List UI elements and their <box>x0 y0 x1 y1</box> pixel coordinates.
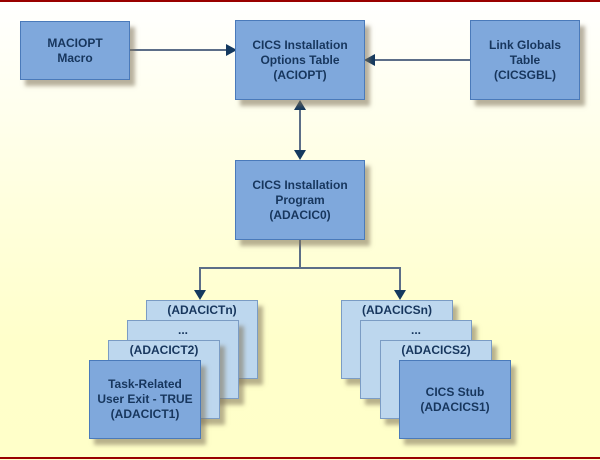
node-label: (ADACICSn) <box>362 303 432 317</box>
arrow-aciopt-adacic0-up-head <box>294 100 306 110</box>
node-label: (ADACICT2) <box>129 343 199 357</box>
node-maciopt-macro: MACIOPT Macro <box>20 21 130 80</box>
arrow-cicsgbl-to-aciopt-head <box>364 54 375 66</box>
top-edge-rule <box>0 0 600 2</box>
node-label: (ADACICS2) <box>401 343 471 357</box>
bottom-edge-rule <box>0 457 600 459</box>
arrow-to-adacics-stack-head <box>394 290 406 300</box>
node-label: Task-Related User Exit - TRUE (ADACICT1) <box>97 377 193 421</box>
node-label: CICS Installation Options Table (ACIOPT) <box>252 37 348 82</box>
node-label: MACIOPT Macro <box>47 35 103 65</box>
node-cics-stub-adacics1: CICS Stub (ADACICS1) <box>399 360 511 439</box>
node-cics-installation-program: CICS Installation Program (ADACIC0) <box>235 160 365 240</box>
node-task-related-user-exit-adacict1: Task-Related User Exit - TRUE (ADACICT1) <box>89 360 201 439</box>
node-label: CICS Installation Program (ADACIC0) <box>252 177 348 222</box>
node-label: ... <box>410 323 421 337</box>
node-link-globals-table: Link Globals Table (CICSGBL) <box>470 20 580 100</box>
node-label: (ADACICTn) <box>167 303 237 317</box>
arrow-aciopt-adacic0-down-head <box>294 150 306 160</box>
node-label: Link Globals Table (CICSGBL) <box>488 37 561 82</box>
arrow-to-adacict-stack-head <box>194 290 206 300</box>
node-label: ... <box>177 323 188 337</box>
node-cics-installation-options-table: CICS Installation Options Table (ACIOPT) <box>235 20 365 100</box>
node-label: CICS Stub (ADACICS1) <box>420 384 490 414</box>
